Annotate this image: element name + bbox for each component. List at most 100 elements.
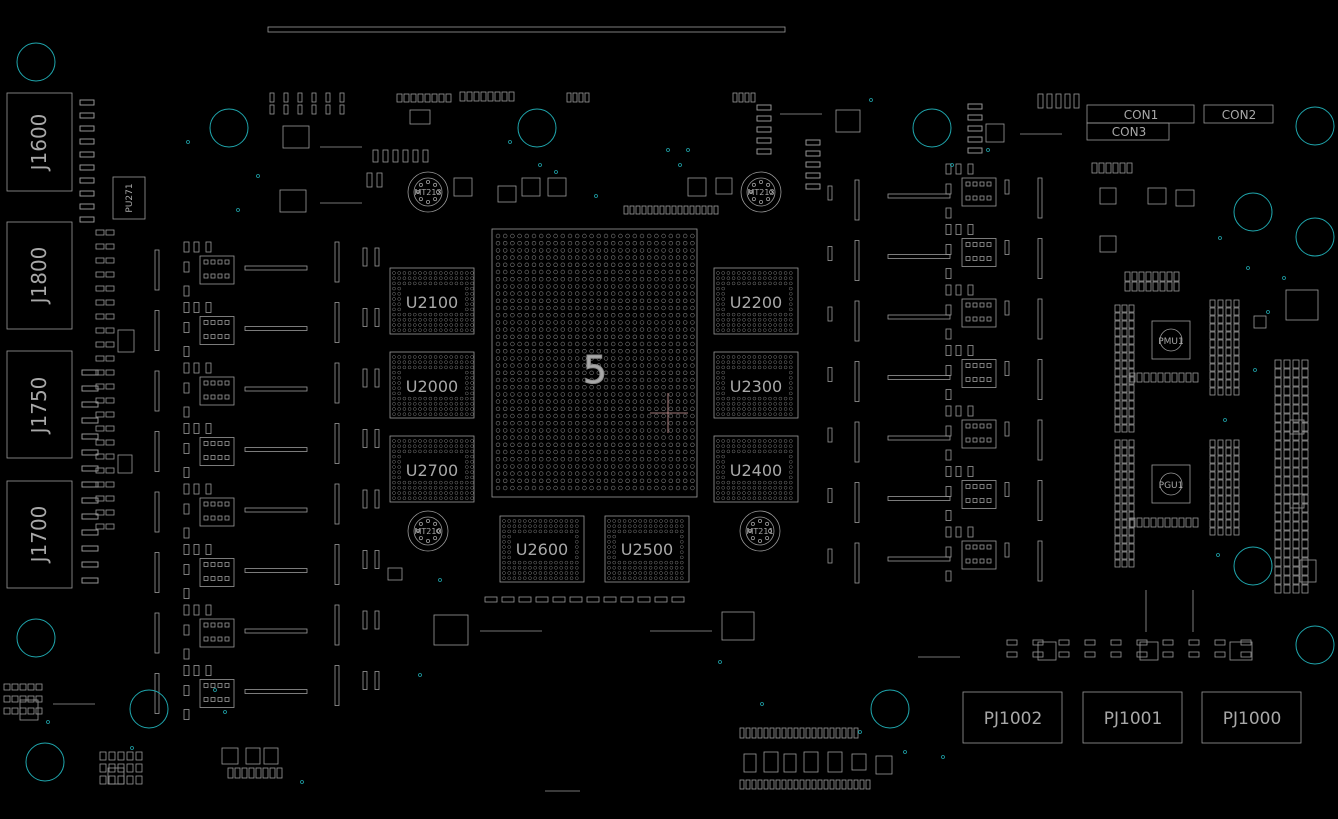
gpu-ball [618, 313, 623, 318]
smd-resistor [1301, 512, 1309, 522]
gpu-ball [567, 349, 573, 354]
memory-ball [444, 328, 448, 332]
smd-resistor [311, 104, 317, 115]
gpu-ball [610, 305, 616, 311]
memory-ball [617, 560, 622, 565]
memory-ball [402, 396, 407, 401]
smd-cap [955, 345, 962, 356]
smd-resistor [1124, 271, 1131, 282]
memory-ball [517, 529, 522, 534]
gpu-ball [632, 291, 637, 296]
gpu-ball [682, 370, 688, 375]
smd-cap [193, 483, 200, 495]
mount-pad [433, 182, 438, 187]
memory-ball [716, 396, 720, 401]
memory-ball [423, 439, 427, 443]
memory-ball [789, 297, 793, 301]
gpu-ball [538, 421, 544, 426]
memory-ball [680, 550, 684, 554]
gpu-ball [510, 327, 515, 332]
gpu-ball [675, 284, 681, 289]
mount-pad [435, 529, 440, 534]
inductor-bar [244, 507, 308, 513]
gpu-ball [582, 442, 587, 447]
smd-resistor [105, 523, 115, 530]
vrm-mosfet [199, 437, 235, 466]
memory-ball [428, 276, 433, 280]
memory-ball [783, 396, 788, 401]
gpu-ball [574, 356, 580, 361]
smd-resistor [835, 727, 841, 739]
via [1223, 418, 1227, 422]
memory-ball [664, 529, 668, 534]
inductor-bar [244, 689, 308, 694]
memory-ball [549, 566, 553, 570]
smd-resistor [424, 93, 431, 103]
gpu-ball [654, 385, 659, 390]
memory-ball [789, 355, 793, 359]
gpu-ball [546, 284, 551, 289]
vrm-pad [217, 441, 223, 446]
memory-ball [444, 276, 448, 280]
vrm-pad [217, 273, 223, 279]
memory-ball [444, 312, 448, 317]
memory-ball [470, 465, 474, 469]
gpu-ball [546, 363, 551, 368]
smd-resistor [1233, 315, 1240, 324]
smd-resistor [1121, 527, 1128, 536]
smd-resistor [339, 92, 345, 103]
gpu-ball [531, 392, 537, 397]
memory-ball [538, 519, 543, 523]
smd-cap [183, 362, 190, 374]
gpu-ball [538, 392, 544, 397]
memory-ball [449, 480, 453, 485]
memory-ball [549, 529, 553, 534]
memory-ball [407, 407, 412, 411]
gpu-ball [574, 269, 580, 275]
gpu-ball [574, 248, 580, 253]
memory-ball [638, 524, 642, 528]
memory-ball [716, 486, 720, 490]
memory-ball [721, 396, 725, 401]
gpu-ball [495, 356, 501, 361]
smd-resistor [1274, 422, 1282, 432]
smd-resistor [1225, 299, 1232, 308]
memory-ball [659, 560, 663, 565]
pmu-ring [1159, 328, 1183, 352]
smd-resistor [27, 707, 35, 715]
gpu-ball [596, 464, 601, 469]
memory-ball [407, 312, 412, 317]
gpu-ball [675, 291, 681, 296]
gpu-ball [603, 385, 609, 390]
smd-resistor [1128, 416, 1135, 425]
smd-resistor [1283, 467, 1291, 477]
pu271-label: PU271 [125, 183, 135, 212]
via [538, 163, 542, 167]
vrm-pad [224, 562, 230, 567]
smd-resistor [1292, 539, 1300, 549]
smd-resistor [805, 139, 821, 146]
smd-resistor [637, 596, 651, 603]
memory-ball [737, 480, 741, 485]
memory-ball [444, 271, 448, 275]
memory-ball [763, 496, 767, 500]
memory-ball [413, 323, 417, 327]
gpu-ball [503, 320, 508, 325]
smd-resistor [1114, 527, 1121, 536]
gpu-ball [610, 478, 616, 483]
vrm-pad [972, 423, 978, 429]
memory-ball [737, 276, 741, 280]
memory-ball [465, 286, 469, 291]
smd-resistor [1128, 495, 1135, 504]
smd-resistor [248, 767, 255, 779]
memory-ball [428, 412, 433, 416]
ic-package [875, 755, 893, 775]
gpu-ball [661, 478, 666, 483]
smd-resistor [647, 205, 653, 215]
memory-ball [449, 328, 453, 332]
gpu-ball [582, 277, 587, 282]
memory-ball [465, 370, 469, 375]
smd-resistor [823, 727, 829, 739]
memory-ball [607, 540, 611, 544]
